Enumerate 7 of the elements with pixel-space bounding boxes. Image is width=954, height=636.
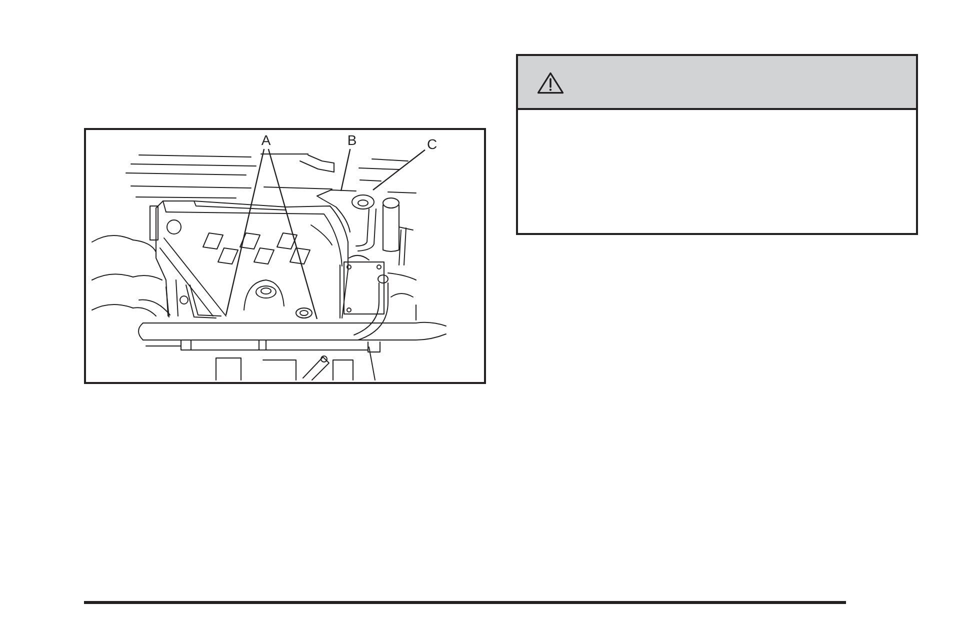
callout-letter: C bbox=[425, 136, 439, 153]
leader-line bbox=[372, 149, 426, 190]
leader-line bbox=[340, 148, 351, 192]
callout-letter: B bbox=[345, 132, 359, 149]
leader-line bbox=[225, 148, 265, 316]
callout-letter: A bbox=[259, 132, 273, 149]
leader-line bbox=[268, 148, 318, 320]
